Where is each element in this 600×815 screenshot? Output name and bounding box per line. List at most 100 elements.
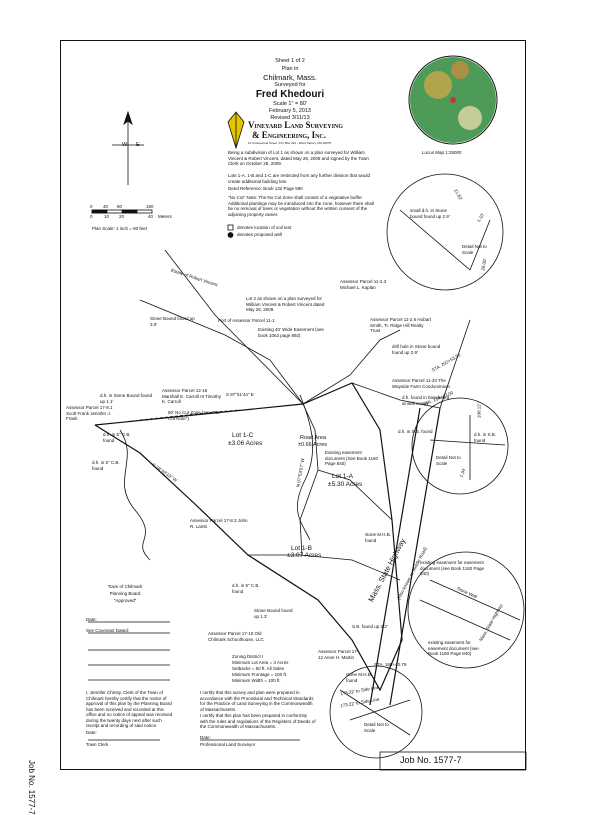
detail-1-drill-hole: small d.h. in Stone bound found up 2.9': [410, 208, 450, 219]
proposed-well-symbol: [227, 232, 234, 238]
drill-hole-stone-1: drill hole in Stone bound found up 2.9': [392, 344, 441, 355]
clerk-signature-label: Town Clerk: [86, 742, 109, 747]
company-logo-mark: [227, 111, 245, 150]
highway-line-3: [439, 319, 471, 409]
legend-proposed-well: denotes proposed well: [237, 232, 283, 237]
stone-wall-curve-2: [297, 394, 313, 541]
stone-mhb-2: stone M.H.B. found: [346, 672, 373, 683]
parcel-12-16: Assessor Parcel 12-16 Marshall E. Carrol…: [162, 388, 222, 404]
station-188: STA. 188+43.79: [374, 662, 407, 667]
planning-board-date: Date:: [86, 617, 97, 622]
drill-hole-cb-1: d.h. in 5" C.B. found: [103, 432, 131, 443]
professional-land-surveyor: Professional Land Surveyor: [200, 742, 256, 747]
lot-1c-label: Lot 1-C: [232, 432, 254, 439]
lot-1c-area: ±3.06 Acres: [228, 440, 263, 447]
restriction-note: Lots 1-A, 1-B and 1-C are restricted fro…: [228, 173, 371, 184]
detail-circle-3: [407, 551, 525, 669]
locus-map-frame: [408, 55, 498, 145]
detail-3-line-b: [429, 579, 521, 621]
road-area-label: Road Area: [300, 435, 326, 441]
survey-linework: [88, 55, 527, 771]
subdivision-note: Being a subdivision of Lot 1 as shown on…: [228, 150, 369, 166]
surveyor-certification-2: I certify that this plan has been prepar…: [200, 713, 316, 729]
parcel-17-12: Assessor Parcel 17-12 Anne H. Martin: [318, 649, 359, 660]
planning-board-covenant: See Covenant Dated:: [86, 628, 130, 633]
drill-hole-cb-2: d.h. in 5" C.B. found: [92, 460, 120, 471]
stone-wall-curve: [119, 429, 151, 561]
parcel-17-8-1: Assessor Parcel 17-8.1 Scott Frank Jenni…: [66, 405, 113, 421]
detail-4-line-a: [339, 689, 411, 736]
legend-soil-test: denotes location of soil test: [237, 225, 292, 230]
no-cut-zone-label: 50' No Cut Zone (see "No Cut Note"): [168, 410, 220, 421]
job-number-bottom: Job No. 1577-7: [400, 755, 462, 765]
parcel-11-2-line: [302, 329, 401, 405]
highway-line-1: [369, 407, 421, 706]
existing-easement-2: existing easement for easement document …: [420, 560, 484, 576]
zoning-line-4: Minimum Width = 100 ft.: [232, 678, 281, 683]
compass-north-arrow: [123, 110, 133, 126]
parcel-11-34: Assessor Parcel 11-34 The Wayside Farm C…: [392, 378, 450, 389]
stone-bound-2: Stone Bound found up 1.3': [254, 608, 293, 619]
job-number-side: Job No. 1577-7: [27, 760, 36, 815]
lot2-note: Lot 2 as shown on a plan surveyed for Wi…: [246, 296, 325, 312]
client-name: Fred Khedouri: [255, 89, 325, 100]
detail-circle-2: [411, 397, 509, 495]
deed-reference: Deed Reference: Book 132 Page 580: [228, 186, 303, 191]
detail-4-caption: Detail Not to Scale: [364, 722, 389, 733]
company-name-line2: & Engineering, Inc.: [252, 130, 327, 140]
detail-2-caption: Detail Not to Scale: [436, 455, 461, 466]
lot-1a-area: ±5.30 Acres: [328, 481, 363, 488]
planning-board-title: Planning Board: [109, 591, 141, 596]
town-name: Chilmark, Mass.: [263, 73, 317, 82]
parcel-11-2-3: Assessor Parcel 11-2.3 Michael L. Kaplan: [340, 279, 387, 290]
job-number-box: [379, 751, 527, 771]
detail-1-line-b: [469, 219, 491, 271]
dashed-line-2: [195, 504, 319, 601]
lot-1b-area: ±3.07 Acres: [287, 552, 322, 559]
nocut-zone-line: [139, 409, 241, 421]
scale-tick-0: 0: [90, 204, 93, 209]
detail-3-easement: existing easement for easement document …: [428, 640, 479, 656]
stone-bound-1: Stone Bound found up 3.0': [150, 316, 195, 327]
clerk-certification: I, Jennifer Christy, Clerk of the Town o…: [86, 690, 173, 728]
scale-tick-m40: 40: [148, 214, 154, 219]
parcel-11-34-line: [351, 382, 441, 409]
scale-tick-160: 160: [146, 204, 154, 209]
drawing-sheet-frame: [60, 40, 526, 770]
scale-bar-fill-1: [91, 209, 108, 214]
easement-line: [164, 249, 304, 405]
parcel-11-2-6: Assessor Parcel 11-2.6 Hobart Smith, Tr.…: [370, 317, 431, 333]
locus-map-fill: [410, 57, 496, 143]
revised-date: Revised 3/11/13: [270, 115, 310, 121]
detail-4-line-b: [349, 699, 411, 721]
zoning-line-2: Setbacks = 50 ft. All Sides: [232, 666, 285, 671]
estate-line: [139, 299, 304, 405]
zoning-line-3: Minimum Frontage = 100 ft.: [232, 672, 288, 677]
lot-1a-label: Lot 1-A: [332, 473, 353, 480]
locus-map-caption: Locus Map 1:25000: [422, 150, 462, 155]
scale-tick-m0: 0: [90, 214, 93, 219]
drill-hole-stone-2: d.h. in Stone Bound found up 1.1': [100, 393, 153, 404]
scale-bar-label: Plan Scale: 1 inch = 80 feet: [92, 226, 147, 231]
surveyor-certification-1: I certify that this survey and plan were…: [200, 690, 314, 712]
scale-tick-40: 40: [103, 204, 109, 209]
bearing-1: S 87°51'44" E: [226, 392, 254, 397]
port-parcel-label: Port of Assessor Parcel 11-1: [218, 318, 275, 323]
detail-2-drill-hole: d.h. in S.B. found: [474, 432, 497, 443]
clerk-date: Date:: [86, 730, 97, 735]
sheet-number: Sheet 1 of 2: [275, 58, 305, 64]
stone-mhb: stone M.H.B. found: [365, 532, 392, 543]
compass-east: E: [136, 142, 140, 148]
company-address: 12 Cottonwood Street, P.O. Box 421 - Wes…: [248, 141, 332, 145]
surveyed-for-line: Surveyed for: [274, 82, 306, 88]
soil-test-symbol: [227, 224, 234, 231]
detail-3-line-a: [419, 599, 511, 641]
lot-1b-line: [248, 554, 401, 581]
no-cut-note: "No Cut" Note: The No Cut Zone shall con…: [228, 195, 374, 217]
zoning-title: Zoning District I: [232, 654, 264, 659]
sb-found: S.B. found up 2.2': [352, 624, 388, 629]
detail-1-line-a: [399, 209, 471, 271]
planning-board-approved: "Approved": [113, 598, 137, 603]
detail-1-caption: Detail Not to Scale: [462, 244, 487, 255]
detail-2-dim-1: 100.12': [476, 403, 482, 419]
